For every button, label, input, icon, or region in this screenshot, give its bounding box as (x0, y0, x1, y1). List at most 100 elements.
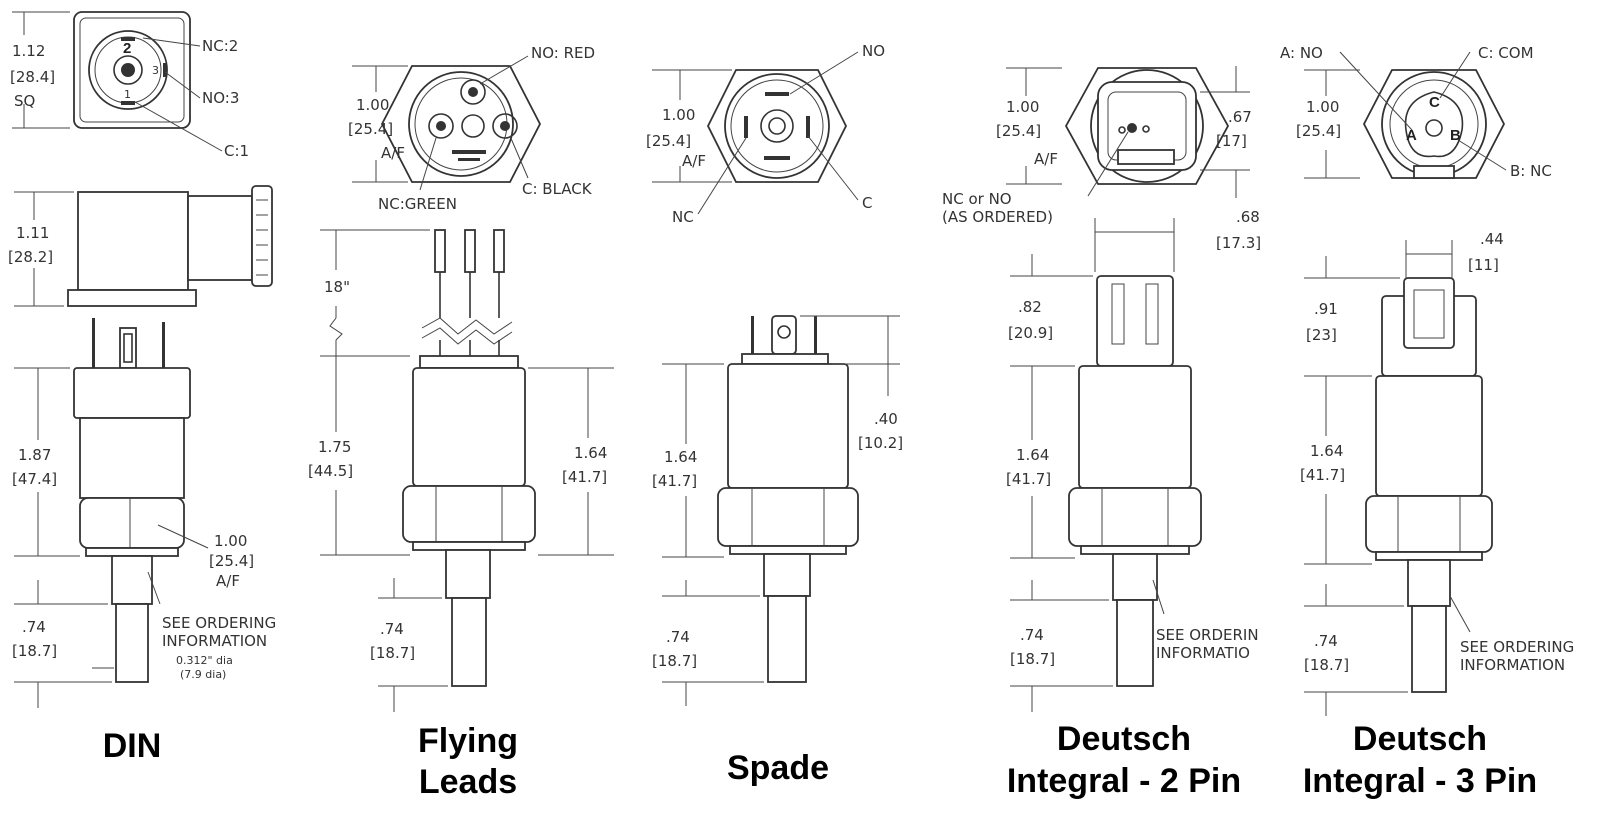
deutsch-3-pin-top-view: C A B A: NO C: COM B: NC 1.00 [25.4] (1280, 44, 1552, 180)
flying-leads-title-line2: Leads (419, 763, 517, 801)
spade-dim-af-label: A/F (682, 152, 706, 170)
flying-leads-dim-af-label: A/F (381, 144, 405, 162)
din-dim-housing-mm: [28.2] (8, 248, 53, 266)
flying-leads-title-line1: Flying (418, 722, 518, 760)
din-note-line1: SEE ORDERING (162, 614, 276, 632)
deutsch-3-pin-title-line1: Deutsch (1353, 720, 1487, 758)
din-dim-af-label: A/F (216, 572, 240, 590)
deutsch-2-pin-dim-af-in: 1.00 (1006, 98, 1039, 116)
deutsch-3-pin-pin-b: B (1450, 127, 1461, 144)
flying-leads-label-nc: NC:GREEN (378, 195, 457, 213)
deutsch-3-pin-label-a-no: A: NO (1280, 44, 1323, 62)
din-connector-housing: 1.11 [28.2] (8, 185, 273, 307)
din-pin-1: 1 (124, 88, 131, 101)
deutsch-3-pin-dim-stem-in: .74 (1314, 632, 1338, 650)
din-dim-stem-mm: [18.7] (12, 642, 57, 660)
din-title: DIN (103, 727, 162, 765)
din-label-no3: NO:3 (202, 89, 239, 107)
deutsch-2-pin-dim-conn-in: .67 (1228, 108, 1252, 126)
spade-label-c: C (862, 194, 872, 212)
din-note-dia-mm: (7.9 dia) (180, 668, 226, 681)
din-pin-2: 2 (123, 40, 131, 57)
deutsch-2-pin-dim-af-label: A/F (1034, 150, 1058, 168)
deutsch-2-pin-dim-conn-mm: [17] (1216, 132, 1247, 150)
deutsch-3-pin-dim-body-mm: [41.7] (1300, 466, 1345, 484)
din-dim-sq-label: SQ (14, 92, 35, 110)
spade-dim-body-in: 1.64 (664, 448, 697, 466)
deutsch-2-pin-dim-af-mm: [25.4] (996, 122, 1041, 140)
spade-switch-body: .40 [10.2] 1.64 [41.7] .74 [18.7] (652, 315, 903, 706)
deutsch-3-pin-title-line2: Integral - 3 Pin (1303, 762, 1537, 800)
deutsch-2-pin-top-view: NC or NO (AS ORDERED) 1.00 [25.4] A/F .6… (942, 66, 1252, 226)
flying-leads-dim-stem-in: .74 (380, 620, 404, 638)
deutsch-2-pin-note-line1: SEE ORDERIN (1156, 626, 1259, 644)
deutsch-2-pin-label-nc-or-no: NC or NO (942, 190, 1012, 208)
deutsch-2-pin-dim-stem-mm: [18.7] (1010, 650, 1055, 668)
deutsch-2-pin-switch-body: .68 [17.3] .82 [20.9] 1.64 [41.7] (1006, 208, 1261, 712)
din-note-line2: INFORMATION (162, 632, 267, 650)
deutsch-2-pin-dim-body-mm: [41.7] (1006, 470, 1051, 488)
deutsch-3-pin-dim-af-in: 1.00 (1306, 98, 1339, 116)
din-dim-sq-in: 1.12 (12, 42, 45, 60)
variant-din: 2 3 1 NC:2 NO:3 C:1 1.12 [28.4] SQ (8, 11, 276, 765)
flying-leads-dim-af-in: 1.00 (356, 96, 389, 114)
flying-leads-label-no: NO: RED (531, 44, 595, 62)
deutsch-3-pin-pin-c: C (1429, 94, 1440, 111)
din-dim-af-mm: [25.4] (209, 552, 254, 570)
variant-flying-leads: NO: RED C: BLACK NC:GREEN 1.00 [25.4] A/… (308, 44, 614, 801)
spade-dim-stem-in: .74 (666, 628, 690, 646)
spade-dim-af-mm: [25.4] (646, 132, 691, 150)
din-dim-stem-in: .74 (22, 618, 46, 636)
variant-deutsch-3-pin: C A B A: NO C: COM B: NC 1.00 [25.4] .44… (1280, 44, 1574, 800)
deutsch-3-pin-label-b-nc: B: NC (1510, 162, 1552, 180)
flying-leads-dim-overall-in: 1.75 (318, 438, 351, 456)
deutsch-2-pin-dim-stem-in: .74 (1020, 626, 1044, 644)
flying-leads-wires: 18" (320, 229, 519, 369)
deutsch-3-pin-dim-conn-height-in: .91 (1314, 300, 1338, 318)
deutsch-2-pin-dim-width-in: .68 (1236, 208, 1260, 226)
flying-leads-switch-body: 1.75 [44.5] 1.64 [41.7] .74 [18.7] (308, 355, 614, 712)
spade-label-no: NO (862, 42, 885, 60)
spade-dim-body-mm: [41.7] (652, 472, 697, 490)
deutsch-3-pin-dim-af-mm: [25.4] (1296, 122, 1341, 140)
flying-leads-dim-stem-mm: [18.7] (370, 644, 415, 662)
deutsch-3-pin-switch-body: .44 [11] .91 [23] 1.64 [41.7] (1300, 230, 1574, 716)
variant-deutsch-2-pin: NC or NO (AS ORDERED) 1.00 [25.4] A/F .6… (942, 66, 1261, 800)
din-top-view: 2 3 1 NC:2 NO:3 C:1 1.12 [28.4] SQ (10, 11, 249, 160)
flying-leads-label-c: C: BLACK (522, 180, 593, 198)
deutsch-3-pin-dim-conn-height-mm: [23] (1306, 326, 1337, 344)
deutsch-3-pin-dim-stem-mm: [18.7] (1304, 656, 1349, 674)
flying-leads-top-view: NO: RED C: BLACK NC:GREEN 1.00 [25.4] A/… (348, 44, 595, 213)
deutsch-2-pin-dim-conn-height-in: .82 (1018, 298, 1042, 316)
din-dim-housing-in: 1.11 (16, 224, 49, 242)
deutsch-3-pin-dim-width-in: .44 (1480, 230, 1504, 248)
din-label-nc2: NC:2 (202, 37, 238, 55)
deutsch-3-pin-pin-a: A (1406, 127, 1417, 144)
deutsch-2-pin-dim-width-mm: [17.3] (1216, 234, 1261, 252)
flying-leads-dim-lead: 18" (324, 278, 350, 296)
deutsch-2-pin-label-as-ordered: (AS ORDERED) (942, 208, 1053, 226)
spade-dim-terminal-in: .40 (874, 410, 898, 428)
spade-dim-terminal-mm: [10.2] (858, 434, 903, 452)
flying-leads-dim-af-mm: [25.4] (348, 120, 393, 138)
deutsch-3-pin-label-c-com: C: COM (1478, 44, 1534, 62)
flying-leads-dim-body-in: 1.64 (574, 444, 607, 462)
deutsch-2-pin-dim-body-in: 1.64 (1016, 446, 1049, 464)
din-note-dia: 0.312" dia (176, 654, 233, 667)
din-dim-body-mm: [47.4] (12, 470, 57, 488)
variant-spade: NO C NC 1.00 [25.4] A/F (646, 42, 903, 787)
deutsch-3-pin-note-line2: INFORMATION (1460, 656, 1565, 674)
deutsch-3-pin-dim-body-in: 1.64 (1310, 442, 1343, 460)
spade-dim-stem-mm: [18.7] (652, 652, 697, 670)
din-pin-3: 3 (152, 64, 159, 77)
spade-title: Spade (727, 749, 829, 787)
deutsch-3-pin-dim-width-mm: [11] (1468, 256, 1499, 274)
flying-leads-dim-overall-mm: [44.5] (308, 462, 353, 480)
deutsch-3-pin-note-line1: SEE ORDERING (1460, 638, 1574, 656)
flying-leads-dim-body-mm: [41.7] (562, 468, 607, 486)
spade-dim-af-in: 1.00 (662, 106, 695, 124)
deutsch-2-pin-title-line1: Deutsch (1057, 720, 1191, 758)
spade-top-view: NO C NC 1.00 [25.4] A/F (646, 42, 885, 226)
din-dim-af-in: 1.00 (214, 532, 247, 550)
